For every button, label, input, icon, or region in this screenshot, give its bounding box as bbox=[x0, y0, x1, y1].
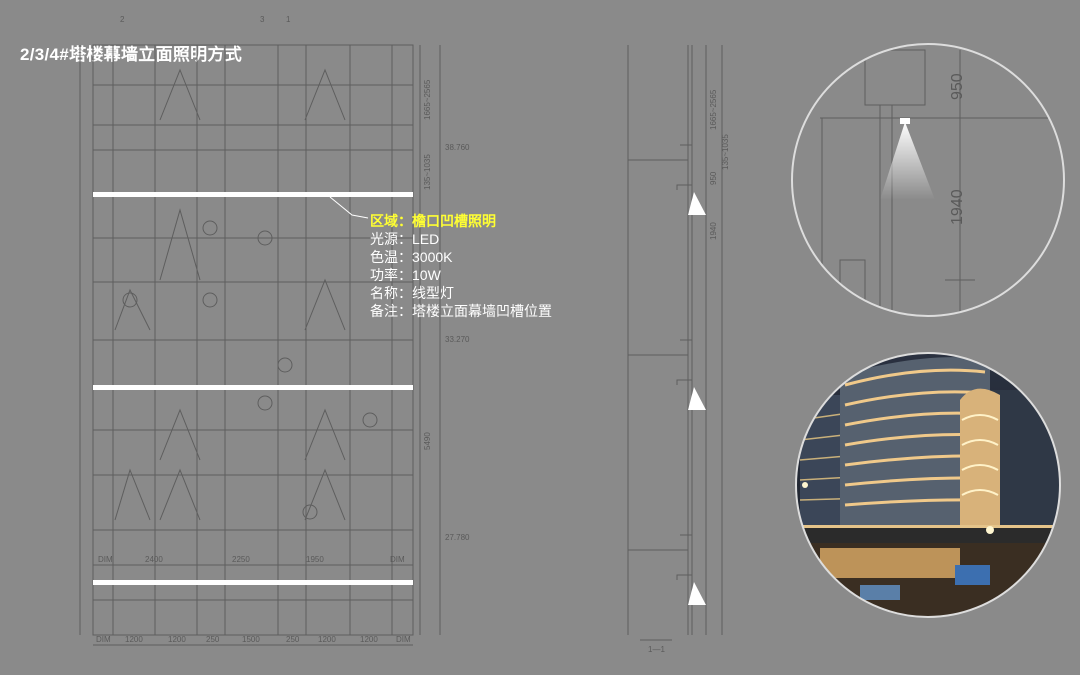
annotation-leader bbox=[329, 196, 369, 219]
elev-level-1: 33.270 bbox=[445, 335, 470, 344]
elev-grid-3: 3 bbox=[260, 15, 265, 24]
elev-mid-dim-1: 2400 bbox=[145, 555, 163, 564]
section-drawing bbox=[627, 45, 723, 641]
annotation-note: 备注：塔楼立面幕墙凹槽位置 bbox=[370, 303, 552, 319]
elev-bottom-dim-7: 1200 bbox=[360, 635, 378, 644]
elev-mid-dim-4: DIM bbox=[390, 555, 405, 564]
elev-bottom-dim-6: 1200 bbox=[318, 635, 336, 644]
light-strip-1 bbox=[93, 192, 413, 197]
section-light-cone-3 bbox=[688, 582, 706, 605]
elev-bottom-dim-0: DIM bbox=[96, 635, 111, 644]
section-dim-0: 1665~2565 bbox=[709, 89, 718, 130]
elev-mid-dim-3: 1950 bbox=[306, 555, 324, 564]
night-photo bbox=[796, 353, 1060, 617]
elev-side-dim-0: 1665~2565 bbox=[423, 79, 432, 120]
page-title: 2/3/4#塔楼幕墙立面照明方式 bbox=[20, 45, 243, 64]
annotation-color-temp: 色温：3000K bbox=[370, 249, 453, 265]
elev-grid-2: 2 bbox=[120, 15, 125, 24]
annotation-name: 名称：线型灯 bbox=[370, 285, 454, 301]
detail-circle: 950 1940 bbox=[792, 44, 1064, 316]
section-dim-2: 950 bbox=[709, 171, 718, 185]
section-label: 1—1 bbox=[648, 645, 665, 654]
annotation-region: 区域：檐口凹槽照明 bbox=[370, 213, 496, 229]
elev-bottom-dim-3: 250 bbox=[206, 635, 220, 644]
elev-level-0: 38.760 bbox=[445, 143, 470, 152]
section-dim-1: 135~1035 bbox=[721, 134, 730, 170]
elev-bottom-dim-1: 1200 bbox=[125, 635, 143, 644]
annotation-power: 功率：10W bbox=[370, 267, 441, 283]
elev-side-dim-1: 135~1035 bbox=[423, 154, 432, 190]
elev-bottom-dim-4: 1500 bbox=[242, 635, 260, 644]
elev-grid-1: 1 bbox=[286, 15, 291, 24]
section-dim-3: 1940 bbox=[709, 222, 718, 240]
detail-dim-bottom: 1940 bbox=[949, 189, 966, 225]
light-strip-3 bbox=[93, 580, 413, 585]
lighting-annotation: 区域：檐口凹槽照明 光源：LED 色温：3000K 功率：10W 名称：线型灯 … bbox=[370, 212, 552, 320]
section-light-cone-2 bbox=[688, 387, 706, 410]
annotation-source: 光源：LED bbox=[370, 231, 440, 247]
elev-level-2: 27.780 bbox=[445, 533, 470, 542]
elev-mid-dim-2: 2250 bbox=[232, 555, 250, 564]
detail-linear-light bbox=[900, 118, 910, 124]
detail-dim-top: 950 bbox=[949, 73, 966, 100]
section-light-cone-1 bbox=[688, 192, 706, 215]
elev-bottom-dim-5: 250 bbox=[286, 635, 300, 644]
elev-side-dim-2: 5490 bbox=[423, 432, 432, 450]
light-strip-2 bbox=[93, 385, 413, 390]
elev-bottom-dim-8: DIM bbox=[396, 635, 411, 644]
elev-mid-dim-0: DIM bbox=[98, 555, 113, 564]
detail-light-cone bbox=[880, 122, 935, 200]
elev-bottom-dim-2: 1200 bbox=[168, 635, 186, 644]
